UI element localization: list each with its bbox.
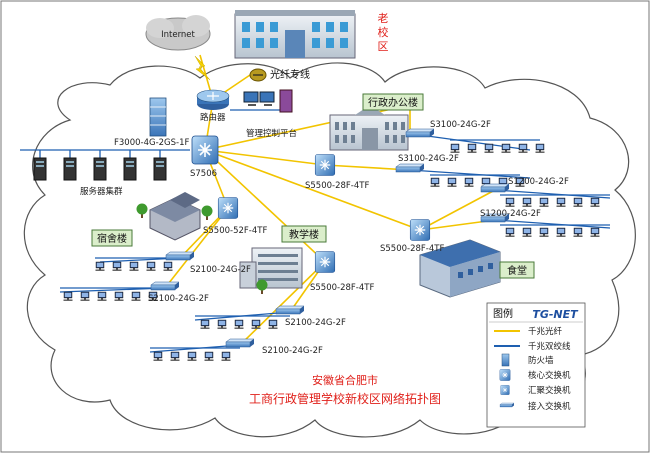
s5500-dorm-label: S5500-52F-4TF: [203, 226, 267, 236]
admin-building-tag: 行政办公楼: [362, 93, 424, 111]
fiber-line-label: 光纤专线: [270, 68, 310, 81]
legend: 图例 TG-NET 千兆光纤 千兆双绞线 防火墙 核心交换机 汇聚交换机 接入交…: [486, 302, 586, 428]
s2100-teach-b-label: S2100-24G-2F: [262, 346, 323, 356]
svg-text:老: 老: [378, 12, 389, 25]
s2100-teach-a-label: S2100-24G-2F: [285, 318, 346, 328]
aggregation-switch-teach: [314, 250, 336, 274]
diagram-title-line2: 工商行政管理学校新校区网络拓扑图: [249, 391, 441, 406]
s5500-admin-label: S5500-28F-4TF: [305, 181, 369, 191]
svg-text:千兆光纤: 千兆光纤: [528, 326, 563, 337]
firewall-model-label: F3000-4G-2GS-1F: [114, 138, 190, 148]
svg-text:教学楼: 教学楼: [289, 228, 319, 241]
aggregation-switch-admin: [314, 153, 336, 177]
server-cluster-label: 服务器集群: [80, 186, 123, 197]
svg-text:汇聚交换机: 汇聚交换机: [528, 385, 571, 396]
server-cluster: [33, 157, 167, 181]
s5500-canteen-label: S5500-28F-4TF: [380, 244, 444, 254]
canteen-building: [419, 239, 501, 298]
mgmt-platform-label: 管理控制平台: [246, 128, 297, 139]
router-label: 路由器: [200, 112, 226, 123]
svg-text:防火墙: 防火墙: [528, 355, 554, 366]
core-switch-label: S7506: [190, 169, 217, 179]
admin-building: [329, 105, 409, 151]
firewall-icon: [149, 97, 167, 137]
dormitory-building: [149, 192, 201, 241]
access-switch-s2100-teach-b: [225, 338, 255, 348]
access-switch-s2100-teach-a: [275, 305, 305, 315]
legend-brand: TG-NET: [532, 308, 579, 321]
teaching-building-tag: 教学楼: [281, 225, 327, 243]
canteen-tag: 食堂: [499, 261, 535, 279]
router-icon: [196, 89, 230, 110]
old-campus-label: 老 校 区: [378, 12, 389, 53]
firewall-icon: [501, 353, 510, 367]
lightning-icon: [194, 55, 211, 81]
aggregation-switch-icon: [500, 384, 510, 396]
core-switch-s7506: [191, 135, 219, 165]
dormitory-tag: 宿舍楼: [91, 229, 133, 247]
s2100-dorm-a-label: S2100-24G-2F: [190, 265, 251, 275]
svg-text:区: 区: [378, 40, 389, 53]
svg-text:校: 校: [378, 25, 389, 39]
s3100-b-label: S3100-24G-2F: [398, 154, 459, 164]
svg-text:行政办公楼: 行政办公楼: [368, 96, 418, 109]
svg-text:接入交换机: 接入交换机: [528, 401, 571, 412]
old-campus-building: [234, 10, 356, 59]
svg-text:千兆双绞线: 千兆双绞线: [528, 341, 571, 352]
s1200-a-label: S1200-24G-2F: [508, 177, 569, 187]
diagram-title-line1: 安徽省合肥市: [312, 373, 378, 387]
access-switch-icon: [499, 402, 515, 408]
internet-label: Internet: [161, 30, 195, 40]
svg-text:食堂: 食堂: [507, 264, 527, 277]
copper-links: [20, 109, 611, 353]
svg-text:宿舍楼: 宿舍楼: [97, 232, 127, 245]
core-switch-icon: [499, 369, 511, 381]
s5500-teach-label: S5500-28F-4TF: [310, 283, 374, 293]
teaching-building: [239, 247, 303, 289]
s3100-a-label: S3100-24G-2F: [430, 120, 491, 130]
access-switch-s3100-b: [395, 163, 425, 173]
access-switch-s2100-dorm-a: [165, 251, 195, 261]
management-platform: [243, 89, 293, 113]
internet-cloud: Internet: [145, 15, 211, 51]
access-switch-s1200-a: [480, 183, 510, 193]
svg-text:核心交换机: 核心交换机: [528, 370, 571, 381]
access-switch-s3100-a: [405, 128, 435, 138]
aggregation-switch-canteen: [409, 218, 431, 242]
aggregation-switch-dorm: [217, 196, 239, 220]
s2100-dorm-b-label: S2100-24G-2F: [148, 294, 209, 304]
fiber-line-symbol: [249, 68, 267, 82]
s1200-b-label: S1200-24G-2F: [480, 209, 541, 219]
legend-title: 图例: [493, 307, 513, 320]
access-switch-s2100-dorm-b: [150, 281, 180, 291]
